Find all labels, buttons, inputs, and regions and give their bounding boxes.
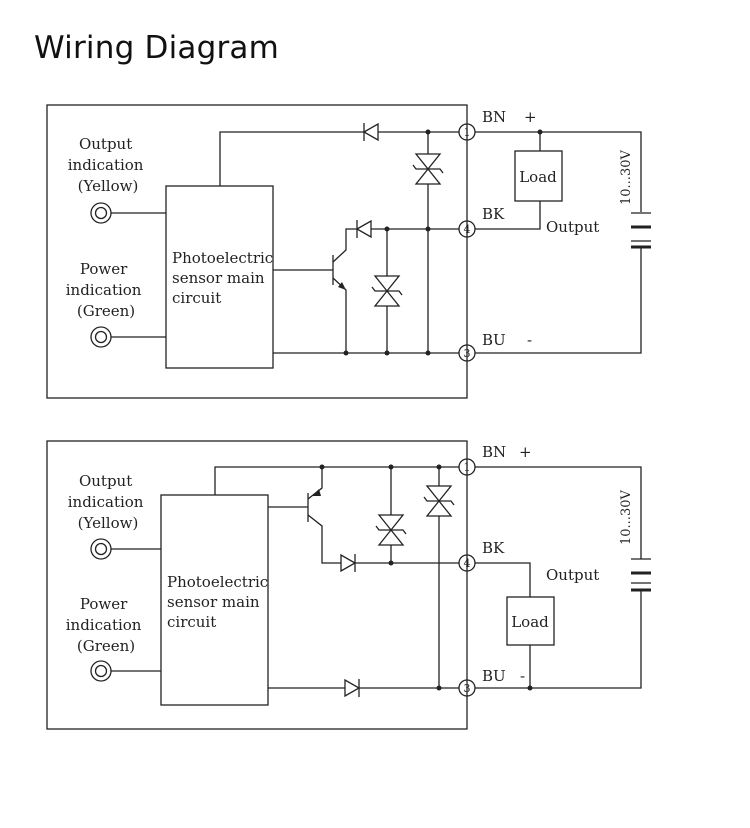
diode-output-icon-2: [340, 553, 357, 573]
diode-top-icon: [362, 122, 379, 142]
plus-sign: +: [524, 108, 537, 126]
power-led-icon-2: [90, 660, 112, 682]
minus-sign-2: -: [520, 667, 525, 685]
pin-3-b: 3: [458, 679, 476, 697]
svg-text:3: 3: [464, 347, 471, 360]
output-indication-label: Output indication (Yellow): [68, 135, 149, 195]
tvs-diode-2-icon: [371, 275, 403, 307]
wiring-diagram-pnp: Output indication (Yellow) Power indicat…: [46, 440, 651, 730]
minus-sign: -: [527, 331, 532, 349]
voltage-label-2: 10...30V: [619, 490, 634, 545]
load-label: Load: [519, 168, 557, 186]
tvs-diode-3-icon: [375, 514, 407, 546]
sensor-housing-2: [46, 440, 468, 730]
output-led-icon: [90, 202, 112, 224]
main-circuit-label: Photoelectric sensor main circuit: [172, 249, 278, 307]
output-label-2: Output: [546, 566, 599, 584]
wire-bu-label: BU: [482, 331, 506, 349]
main-circuit-label-2: Photoelectric sensor main circuit: [167, 573, 273, 631]
transistor-pnp-icon: [268, 467, 341, 564]
plus-sign-2: +: [519, 443, 532, 461]
svg-text:1: 1: [464, 461, 471, 474]
load-box: [514, 150, 563, 202]
pin-1: 1: [458, 123, 476, 141]
wire-bk-label-2: BK: [482, 539, 505, 557]
svg-text:4: 4: [464, 557, 471, 570]
transistor-npn-icon: [273, 228, 357, 353]
pin-4: 4: [458, 220, 476, 238]
sensor-housing: [46, 104, 468, 399]
power-led-icon: [90, 326, 112, 348]
svg-text:4: 4: [464, 223, 471, 236]
pin-3: 3: [458, 344, 476, 362]
tvs-diode-icon: [412, 153, 444, 185]
wire-bn-label-2: BN: [482, 443, 506, 461]
diode-bottom-icon: [344, 678, 361, 698]
svg-text:3: 3: [464, 682, 471, 695]
power-indication-label-2: Power indication (Green): [66, 595, 147, 655]
diode-output-icon: [355, 219, 372, 239]
battery-icon: [631, 212, 651, 249]
tvs-diode-4-icon: [423, 485, 455, 517]
power-indication-label: Power indication (Green): [66, 260, 147, 320]
battery-icon-2: [631, 558, 651, 592]
output-led-icon-2: [90, 538, 112, 560]
svg-text:1: 1: [464, 126, 471, 139]
page-title: Wiring Diagram: [34, 30, 280, 66]
wire-bu-label-2: BU: [482, 667, 506, 685]
wiring-diagram-npn: Output indication (Yellow) Power indicat…: [46, 104, 651, 399]
voltage-label: 10...30V: [619, 150, 634, 205]
output-label: Output: [546, 218, 599, 236]
output-indication-label-2: Output indication (Yellow): [68, 472, 149, 532]
pin-4-b: 4: [458, 554, 476, 572]
load-label-2: Load: [511, 613, 549, 631]
wire-bk-label: BK: [482, 205, 505, 223]
pin-1-b: 1: [458, 458, 476, 476]
wire-bn-label: BN: [482, 108, 506, 126]
